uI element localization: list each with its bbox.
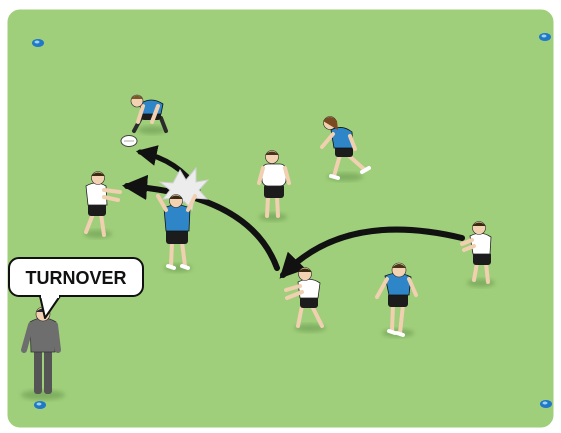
- rugby-ball-icon: [121, 136, 137, 147]
- callout-text: TURNOVER: [25, 268, 126, 288]
- marker-cone-icon: [32, 39, 44, 47]
- marker-cone-icon: [34, 401, 46, 409]
- marker-cone-icon: [540, 400, 552, 408]
- marker-cone-icon: [539, 33, 551, 41]
